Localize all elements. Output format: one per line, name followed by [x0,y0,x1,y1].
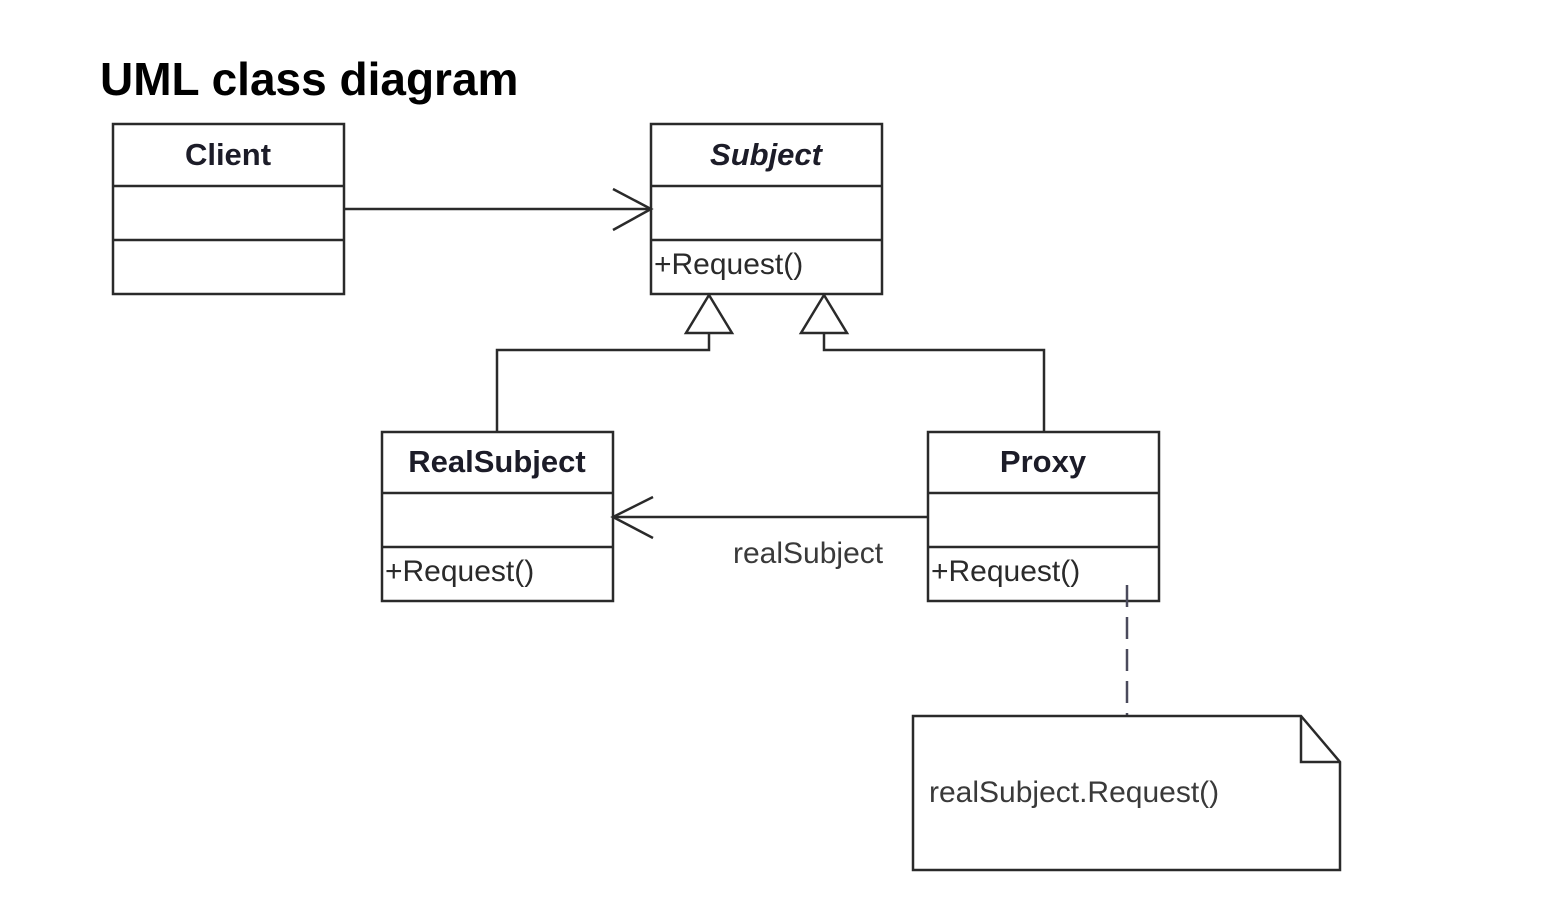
open-arrowhead-icon [612,187,654,232]
class-subject-name: Subject [710,137,824,172]
note-fold-icon [1299,716,1340,764]
class-client[interactable]: Client [111,122,346,296]
page-title: UML class diagram [100,53,519,105]
class-proxy-box [926,430,1161,603]
association-proxy-real-subject[interactable]: realSubject [610,495,928,570]
class-client-box [111,122,346,296]
class-subject-operation: +Request() [654,248,803,281]
class-real-subject-operation: +Request() [385,555,534,588]
generalization-proxy[interactable] [798,292,1046,432]
inheritance-triangle-icon [798,292,850,335]
class-subject[interactable]: Subject +Request() [649,122,884,296]
class-client-name: Client [185,137,271,172]
generalization-real-subject-line [495,333,711,432]
class-real-subject[interactable]: RealSubject +Request() [380,430,615,603]
note-text: realSubject.Request() [929,776,1219,809]
generalization-real-subject[interactable] [495,292,735,432]
inheritance-triangle-icon [683,292,735,335]
note[interactable]: realSubject.Request() [911,585,1342,872]
class-real-subject-box [380,430,615,603]
generalization-proxy-line [822,333,1046,432]
class-proxy[interactable]: Proxy +Request() [926,430,1161,603]
class-proxy-operation: +Request() [931,555,1080,588]
class-proxy-name: Proxy [1000,444,1087,479]
association-role-label: realSubject [733,537,884,570]
note-box [911,714,1342,872]
class-real-subject-name: RealSubject [408,444,585,479]
open-arrowhead-icon [610,495,654,540]
association-client-subject[interactable] [344,187,654,232]
